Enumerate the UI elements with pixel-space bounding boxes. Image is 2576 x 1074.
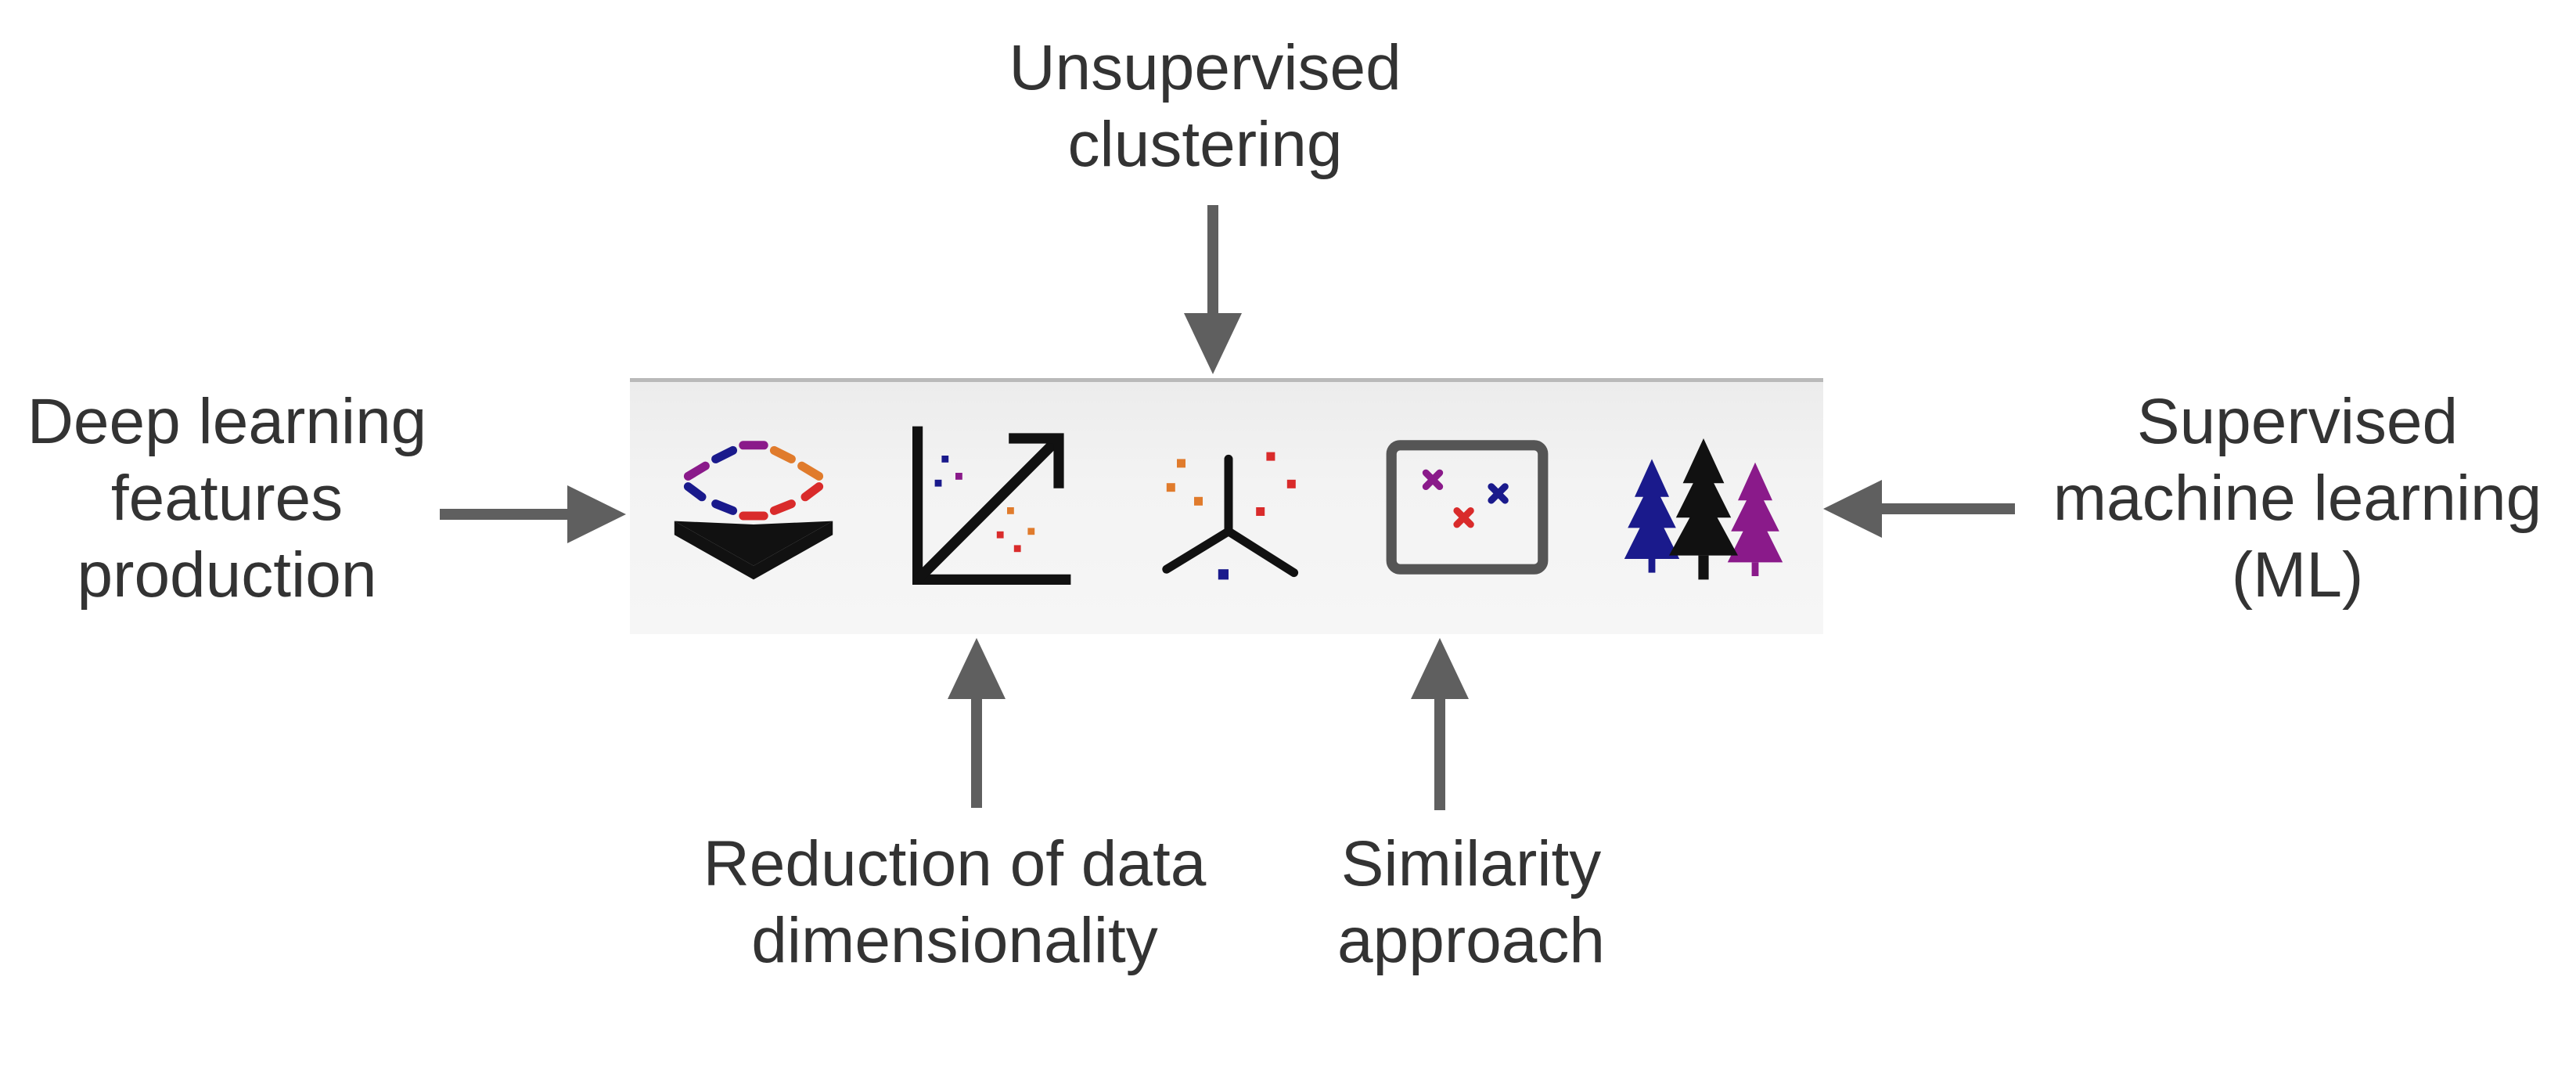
similarity-icon: [1386, 440, 1549, 575]
supervised-label-line: machine learning: [2053, 463, 2542, 534]
deep-learning-label: Deep learning features production: [0, 384, 454, 614]
arrow-dimensionality: [948, 638, 1006, 808]
clustering-button[interactable]: [1142, 421, 1315, 593]
arrow-similarity: [1411, 638, 1469, 810]
arrow-supervised: [1823, 480, 2015, 538]
clustering-icon: [1162, 452, 1299, 580]
unsupervised-clustering-label: Unsupervised clustering: [962, 30, 1448, 183]
dimensionality-label-line: dimensionality: [751, 905, 1158, 976]
arrow-unsupervised: [1184, 205, 1242, 374]
dimensionality-reduction-label: Reduction of data dimensionality: [649, 826, 1260, 979]
unsupervised-label-line: clustering: [1067, 109, 1343, 180]
similarity-label-line: Similarity: [1340, 828, 1602, 899]
dimensionality-label-line: Reduction of data: [703, 828, 1207, 899]
dimensionality-reduction-button[interactable]: [904, 421, 1076, 593]
deep-learning-button[interactable]: [667, 421, 840, 593]
dimensionality-reduction-icon: [912, 426, 1071, 585]
similarity-button[interactable]: [1381, 421, 1553, 593]
similarity-label-line: approach: [1337, 905, 1605, 976]
deep-learning-label-line: Deep learning: [27, 386, 427, 457]
deep-learning-label-line: production: [77, 539, 377, 611]
supervised-label-line: (ML): [2231, 539, 2364, 611]
similarity-approach-label: Similarity approach: [1283, 826, 1659, 979]
supervised-ml-label: Supervised machine learning (ML): [2019, 384, 2576, 614]
supervised-label-line: Supervised: [2136, 386, 2459, 457]
deep-learning-label-line: features: [110, 463, 344, 534]
ml-toolbar: [630, 378, 1823, 634]
unsupervised-label-line: Unsupervised: [1009, 32, 1401, 103]
arrow-deep-learning: [440, 485, 626, 543]
random-forest-trees-icon: [1624, 438, 1783, 580]
deep-learning-layers-icon: [674, 441, 833, 580]
supervised-ml-button[interactable]: [1617, 421, 1790, 593]
